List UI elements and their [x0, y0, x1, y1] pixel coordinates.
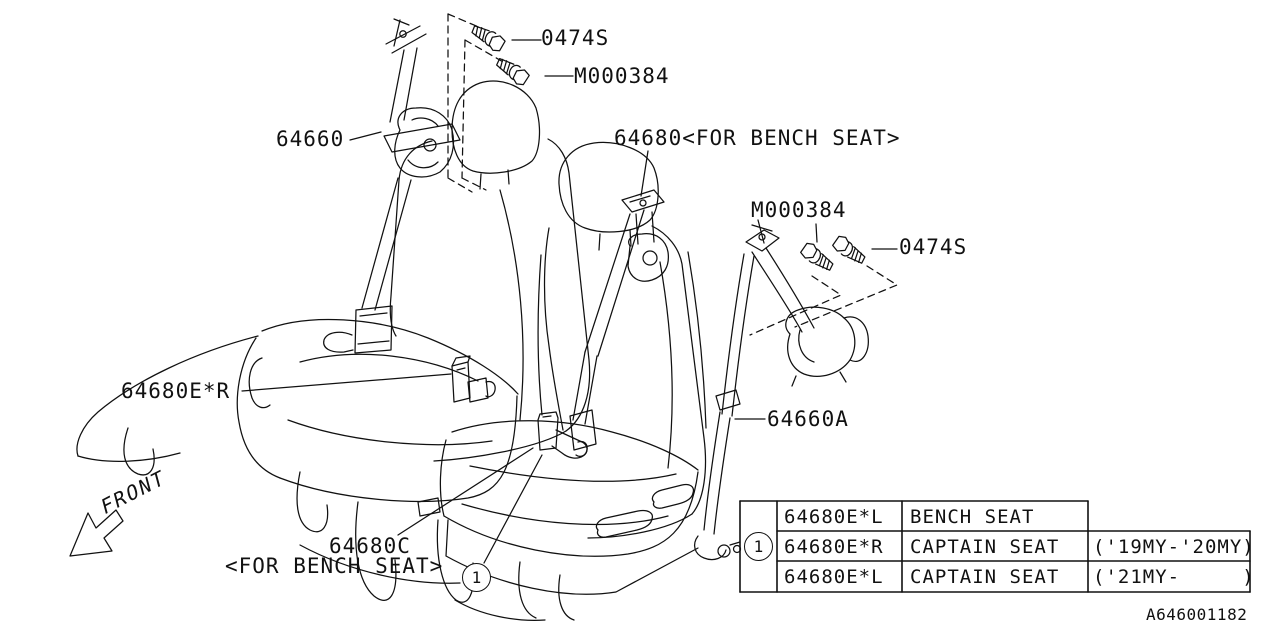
label-64680c: 64680C: [329, 534, 411, 558]
table-r2-seat: CAPTAIN SEAT: [910, 536, 1060, 558]
callout-1-drawing: 1: [462, 563, 491, 592]
table-r3-years: ('21MY- ): [1093, 566, 1255, 588]
bolt-0474s-top-icon: [468, 21, 507, 54]
table-grid: [739, 500, 1251, 593]
center-belt-64680: [569, 189, 670, 451]
table-r2-part-no: 64680E*R: [784, 536, 884, 558]
label-64680er: 64680E*R: [121, 379, 231, 403]
table-r1-part-no: 64680E*L: [784, 506, 884, 528]
dashed-guides: [447, 13, 898, 336]
buckle-64680c: [537, 411, 588, 459]
label-m000384-top: M000384: [574, 64, 670, 88]
bolt-m000384-right-icon: [798, 240, 838, 275]
label-64660a: 64660A: [767, 407, 849, 431]
table-r3-seat: CAPTAIN SEAT: [910, 566, 1060, 588]
front-arrow-icon: [69, 509, 124, 557]
label-0474s-right: 0474S: [899, 235, 968, 259]
label-64680c-note: <FOR BENCH SEAT>: [225, 554, 444, 578]
table-r2-years: ('19MY-'20MY): [1093, 536, 1255, 558]
callout-1-table: 1: [744, 532, 773, 561]
right-belt-64660a: [694, 219, 869, 561]
label-64660: 64660: [276, 127, 345, 151]
table-r1-seat: BENCH SEAT: [910, 506, 1035, 528]
left-belt-64660: [323, 18, 461, 354]
left-seat: [76, 80, 591, 603]
table-r3-part-no: 64680E*L: [784, 566, 884, 588]
buckle-64680er: [451, 355, 496, 403]
leader-lines: [241, 39, 898, 564]
label-0474s-top: 0474S: [541, 26, 610, 50]
document-number: A646001182: [1146, 605, 1248, 624]
bolt-0474s-right-icon: [830, 233, 870, 268]
label-64680-bench: 64680<FOR BENCH SEAT>: [614, 126, 901, 150]
right-seat: [417, 141, 707, 621]
label-m000384-right: M000384: [751, 198, 847, 222]
